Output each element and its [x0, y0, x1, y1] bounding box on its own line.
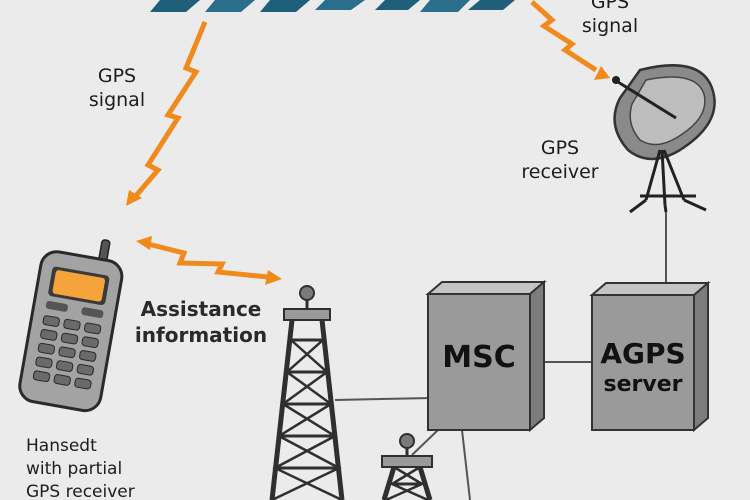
- agps-server-sub-label: server: [603, 372, 683, 397]
- agps-server-title-label: AGPS: [600, 337, 686, 370]
- satellite-dish-icon: [612, 64, 716, 214]
- cell-tower-icon: [269, 285, 345, 500]
- gps-signal-left-arrow: [126, 21, 208, 206]
- small-cell-tower-icon: [381, 433, 433, 500]
- gps-receiver-label: GPS receiver: [521, 137, 599, 184]
- handset-label: Hansedt with partial GPS receiver: [26, 436, 135, 500]
- assistance-information-label: Assistance information: [134, 297, 268, 347]
- gps-signal-right-label: GPS signal: [581, 0, 639, 38]
- msc-label: MSC: [442, 340, 516, 375]
- gps-signal-right-arrow: [530, 0, 610, 80]
- assistance-information-arrow: [136, 236, 282, 285]
- msc-box: [425, 279, 547, 433]
- agps-server-box: [589, 280, 711, 433]
- network-links: [334, 212, 667, 500]
- satellite-icon: [150, 0, 515, 12]
- mobile-phone-icon: [18, 239, 124, 413]
- gps-signal-left-label: GPS signal: [88, 65, 146, 112]
